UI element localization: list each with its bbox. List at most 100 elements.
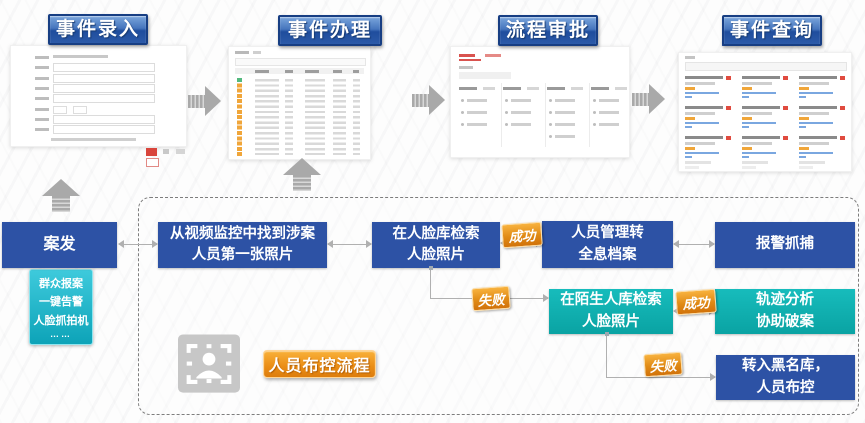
item-dash bbox=[467, 123, 487, 126]
connector-video-to-facedb bbox=[327, 240, 372, 249]
item-dot bbox=[461, 99, 464, 102]
card-sub-dash bbox=[799, 82, 829, 85]
card-red-chip bbox=[840, 76, 845, 80]
arrow-up-icon bbox=[42, 179, 80, 213]
box-line: 报警抓捕 bbox=[756, 236, 814, 253]
card-blue-dash bbox=[742, 96, 749, 98]
card-title-dash bbox=[742, 136, 780, 139]
faded-row-dash bbox=[685, 161, 711, 164]
box-line: 转入黑名库， bbox=[742, 358, 829, 375]
card-red-chip bbox=[726, 136, 731, 140]
card-title-dash bbox=[799, 106, 837, 109]
arrow-tail bbox=[188, 95, 205, 108]
column-divider bbox=[589, 83, 590, 147]
item-dash bbox=[467, 111, 487, 114]
card-title-dash bbox=[799, 136, 837, 139]
table-text-column bbox=[285, 79, 293, 155]
arrow-head bbox=[649, 84, 665, 114]
box-line: 一键告警 bbox=[39, 296, 83, 309]
arrow-head bbox=[42, 179, 80, 196]
card-red-chip bbox=[840, 136, 845, 140]
person-shoulders bbox=[196, 370, 222, 379]
gray-button bbox=[176, 149, 185, 154]
card-orange-chip bbox=[742, 117, 752, 120]
faded-row-dash bbox=[799, 161, 825, 164]
card-red-chip bbox=[726, 106, 731, 110]
item-dot bbox=[461, 111, 464, 114]
form-input-bar bbox=[53, 114, 155, 124]
red-tab bbox=[485, 54, 501, 57]
form-label-bar bbox=[35, 97, 49, 101]
card-orange-chip bbox=[799, 117, 809, 120]
form-footer-bar bbox=[51, 138, 136, 141]
arrow-tail bbox=[293, 175, 311, 191]
card-blue-dash bbox=[799, 156, 806, 158]
column-divider bbox=[545, 83, 546, 147]
arrow-tail bbox=[412, 94, 429, 107]
status-badge-green bbox=[237, 78, 242, 82]
status-badge-column bbox=[237, 78, 242, 156]
item-dash bbox=[599, 111, 619, 114]
arrow-right-icon bbox=[188, 86, 221, 116]
banner-process-approval: 流程审批 bbox=[498, 15, 598, 46]
box-line: 人员第一张照片 bbox=[191, 247, 294, 263]
item-dash bbox=[555, 111, 575, 114]
box-line: 全息档案 bbox=[578, 246, 637, 263]
form-label-bar bbox=[35, 117, 49, 121]
faded-row-dash bbox=[799, 166, 813, 169]
arrow-tail bbox=[632, 93, 649, 106]
faded-row-dash bbox=[685, 166, 699, 169]
screenshot-process-approval-board bbox=[450, 46, 630, 158]
red-button bbox=[146, 148, 157, 156]
form-checkbox bbox=[53, 105, 67, 114]
table-text-column bbox=[305, 79, 325, 155]
box-line: 案发 bbox=[43, 236, 76, 254]
flow-box-case-occurs: 案发 bbox=[2, 222, 117, 268]
table-text-column bbox=[353, 79, 360, 155]
box-line: …… bbox=[50, 328, 72, 339]
filter-bar bbox=[459, 72, 511, 79]
form-checkbox bbox=[73, 105, 87, 114]
banner-event-handling: 事件办理 bbox=[278, 15, 382, 46]
banner-event-entry: 事件录入 bbox=[48, 14, 148, 45]
card-blue-dash bbox=[685, 92, 719, 94]
item-dash bbox=[555, 99, 575, 102]
box-line: 人员管理转 bbox=[571, 225, 644, 242]
flow-box-alarm-arrest: 报警抓捕 bbox=[715, 222, 855, 268]
badge-fail-1: 失败 bbox=[471, 285, 511, 312]
connector-fail2-horizontal bbox=[606, 373, 716, 382]
card-orange-chip bbox=[799, 147, 809, 150]
card-sub-dash bbox=[685, 112, 715, 115]
form-label-bar bbox=[35, 56, 49, 59]
box-line: 在人脸库检索 bbox=[392, 225, 480, 242]
toolbar-bar bbox=[253, 51, 261, 54]
header-dash bbox=[255, 70, 269, 73]
connector-case-to-video bbox=[118, 240, 158, 249]
item-dash bbox=[467, 99, 487, 102]
card-sub-dash bbox=[799, 112, 829, 115]
item-dot bbox=[549, 123, 552, 126]
card-orange-chip bbox=[685, 147, 695, 150]
table-text-column bbox=[255, 79, 279, 155]
faded-row-dash bbox=[742, 166, 756, 169]
card-sub-dash bbox=[685, 82, 715, 85]
badge-success-1: 成功 bbox=[501, 221, 543, 249]
card-sub-dash bbox=[742, 142, 772, 145]
item-dot bbox=[505, 111, 508, 114]
box-line: 人脸照片 bbox=[407, 247, 465, 263]
item-dot bbox=[505, 99, 508, 102]
item-dot bbox=[461, 123, 464, 126]
form-text-bar bbox=[53, 55, 108, 58]
red-tab bbox=[459, 54, 475, 57]
card-blue-dash bbox=[799, 122, 833, 124]
card-blue-dash bbox=[742, 156, 749, 158]
column-header-dash bbox=[459, 87, 477, 90]
red-outline-button bbox=[146, 158, 159, 167]
card-orange-chip bbox=[685, 87, 695, 90]
screenshot-event-entry-form bbox=[10, 45, 187, 147]
flow-box-person-archive: 人员管理转 全息档案 bbox=[542, 221, 673, 268]
connector-archive-to-arrest bbox=[673, 240, 715, 249]
connector-fail1-vertical bbox=[430, 268, 431, 299]
flow-box-stranger-db-search: 在陌生人库检索 人脸照片 bbox=[549, 289, 673, 334]
